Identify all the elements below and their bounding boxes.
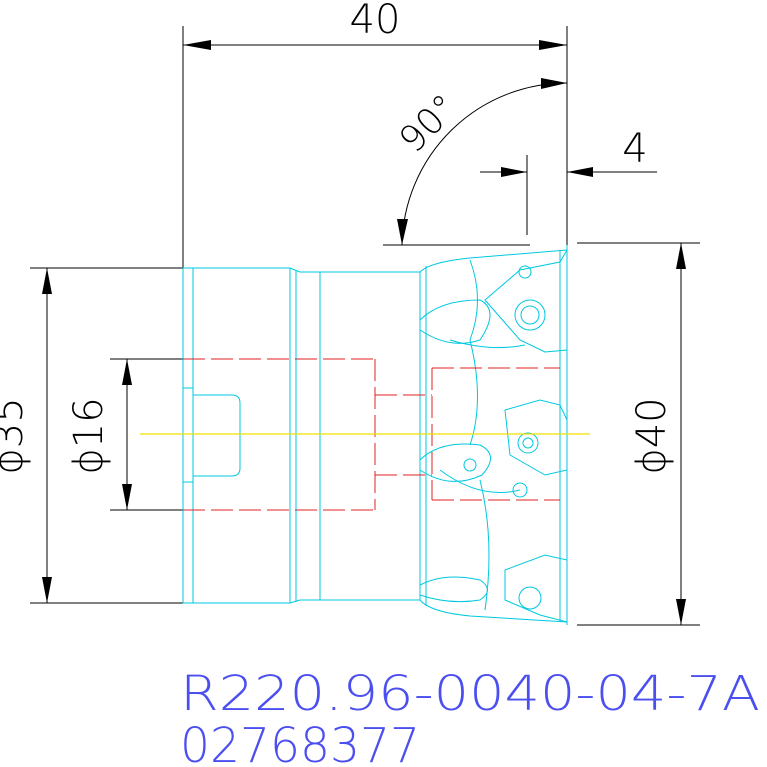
dimension-shank-diameter: ϕ35 (0, 268, 183, 604)
dimension-cutting-diameter: ϕ40 (577, 242, 700, 626)
cutting-diameter-label: ϕ40 (629, 397, 675, 474)
product-code: R220.96-0040-04-7A (180, 666, 760, 722)
lead-angle-label: 90° (392, 87, 466, 161)
dimension-insert-length: 4 (480, 126, 657, 235)
product-number: 02768377 (180, 718, 420, 767)
dimension-lead-angle: 90° (383, 78, 568, 246)
dimension-bore-diameter: ϕ16 (66, 358, 183, 511)
overall-length-label: 40 (350, 0, 401, 43)
insert-length-label: 4 (622, 126, 647, 172)
shank-diameter-label: ϕ35 (0, 397, 32, 474)
dimension-overall-length: 40 (30, 0, 568, 269)
bore-diameter-label: ϕ16 (66, 397, 112, 474)
tool-body-outline (182, 245, 568, 625)
